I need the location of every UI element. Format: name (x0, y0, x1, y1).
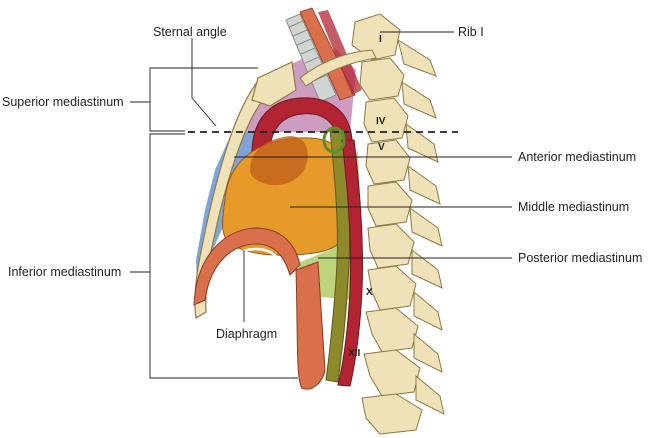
posterior-mediastinum-label: Posterior mediastinum (518, 251, 642, 265)
vertebra-label-xii: XII (348, 348, 360, 359)
vertebra-label-v: V (378, 142, 385, 153)
descending-aorta (337, 139, 364, 387)
sternal-angle-leader (191, 38, 217, 127)
bronchus (322, 126, 346, 154)
rib-i (299, 49, 377, 87)
diaphragm-shape (193, 227, 301, 306)
sternal-angle-label: Sternal angle (153, 25, 227, 39)
inferior-mediastinum-bracket (149, 133, 298, 379)
superior-mediastinum-bracket (149, 67, 258, 132)
vertebra-label-x: X (366, 287, 373, 298)
vertebral-column (351, 13, 423, 435)
diaphragm-crus (295, 261, 326, 390)
neck-vessel (318, 10, 362, 95)
rib-i-label: Rib I (458, 25, 484, 39)
superior-mediastinum-label: Superior mediastinum (2, 95, 124, 109)
anterior-mediastinum-label: Anterior mediastinum (518, 150, 636, 164)
spinous-processes (397, 38, 445, 415)
middle-mediastinum-label: Middle mediastinum (518, 200, 629, 214)
diaphragm-label: Diaphragm (216, 327, 277, 341)
manubrium (251, 61, 297, 107)
inferior-mediastinum-label: Inferior mediastinum (8, 265, 121, 279)
vertebra-label-i: I (379, 34, 382, 45)
vertebra-label-iv: IV (376, 116, 386, 127)
